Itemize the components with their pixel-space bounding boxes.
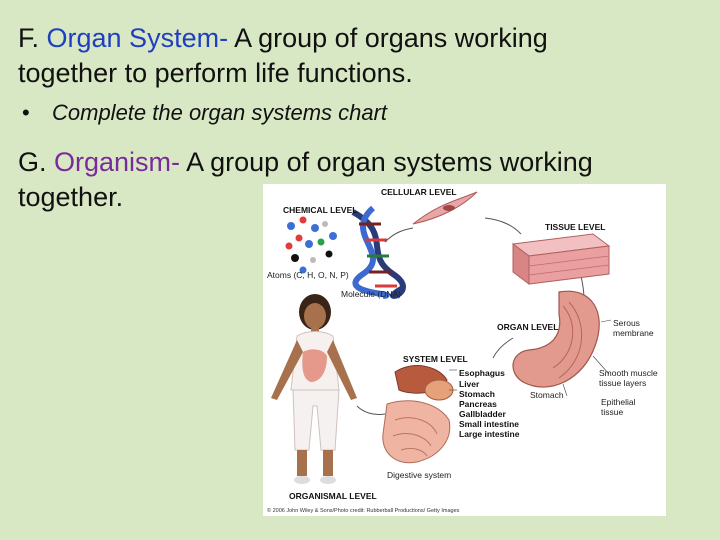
- organism-definition-part-1: A group of organ systems working: [186, 147, 593, 177]
- tissue-level-title: TISSUE LEVEL: [545, 222, 605, 232]
- part-large-intestine: Large intestine: [459, 429, 520, 439]
- stomach-organ-label: Stomach: [530, 390, 564, 400]
- part-small-intestine: Small intestine: [459, 419, 519, 429]
- epithelial-tissue-label: tissue: [601, 407, 623, 417]
- term-organism: Organism: [54, 147, 172, 177]
- organ-level-title: ORGAN LEVEL: [497, 322, 558, 332]
- atoms-illustration: [285, 216, 337, 274]
- item-letter-g: G.: [18, 147, 55, 177]
- term-dash: -: [171, 147, 187, 177]
- part-liver: Liver: [459, 379, 480, 389]
- digestive-system-label: Digestive system: [387, 470, 451, 480]
- epithelial-label: Epithelial: [601, 397, 636, 407]
- molecule-label: Molecule (DNA): [341, 289, 401, 299]
- organ-system-definition-part-2: together to perform life functions.: [18, 58, 413, 88]
- organ-system-line-2: together to perform life functions.: [18, 57, 413, 89]
- smooth-muscle-label: Smooth muscle: [599, 368, 658, 378]
- organismal-level-title: ORGANISMAL LEVEL: [289, 491, 377, 501]
- chemical-level-title: CHEMICAL LEVEL: [283, 205, 357, 215]
- levels-diagram: CELLULAR LEVEL CHEMICAL LEVEL TISSUE LEV…: [267, 187, 658, 514]
- organism-line-1: G. Organism- A group of organ systems wo…: [18, 146, 593, 178]
- bullet-symbol: •: [22, 100, 30, 125]
- organism-line-2: together.: [18, 181, 123, 213]
- photo-credit: © 2006 John Wiley & Sons/Photo credit: R…: [267, 507, 460, 514]
- part-esophagus: Esophagus: [459, 368, 505, 378]
- system-parts-list: Esophagus Liver Stomach Pancreas Gallbla…: [459, 368, 520, 439]
- serous-label: Serous: [613, 318, 640, 328]
- stomach-illustration: [512, 290, 612, 397]
- organ-system-line-1: F. Organ System- A group of organs worki…: [18, 22, 548, 54]
- bullet-text: Complete the organ systems chart: [52, 100, 388, 125]
- organism-definition-part-2: together.: [18, 182, 124, 212]
- girl-illustration: [271, 294, 357, 484]
- part-gallbladder: Gallbladder: [459, 409, 506, 419]
- membrane-label: membrane: [613, 328, 654, 338]
- system-level-title: SYSTEM LEVEL: [403, 354, 468, 364]
- organ-system-definition-part-1: A group of organs working: [234, 23, 548, 53]
- bullet-item: • Complete the organ systems chart: [22, 100, 387, 126]
- part-stomach: Stomach: [459, 389, 495, 399]
- levels-of-organization-figure: CELLULAR LEVEL CHEMICAL LEVEL TISSUE LEV…: [263, 184, 666, 516]
- cellular-level-title: CELLULAR LEVEL: [381, 187, 457, 197]
- part-pancreas: Pancreas: [459, 399, 497, 409]
- digestive-system-illustration: [382, 365, 457, 464]
- item-letter-f: F.: [18, 23, 47, 53]
- cell-illustration: [412, 191, 478, 225]
- term-organ-system: Organ System: [46, 23, 220, 53]
- atoms-label: Atoms (C, H, O, N, P): [267, 270, 349, 280]
- term-dash: -: [219, 23, 235, 53]
- tissue-illustration: [511, 233, 611, 285]
- dna-illustration: [351, 205, 406, 299]
- tissue-layers-label: tissue layers: [599, 378, 646, 388]
